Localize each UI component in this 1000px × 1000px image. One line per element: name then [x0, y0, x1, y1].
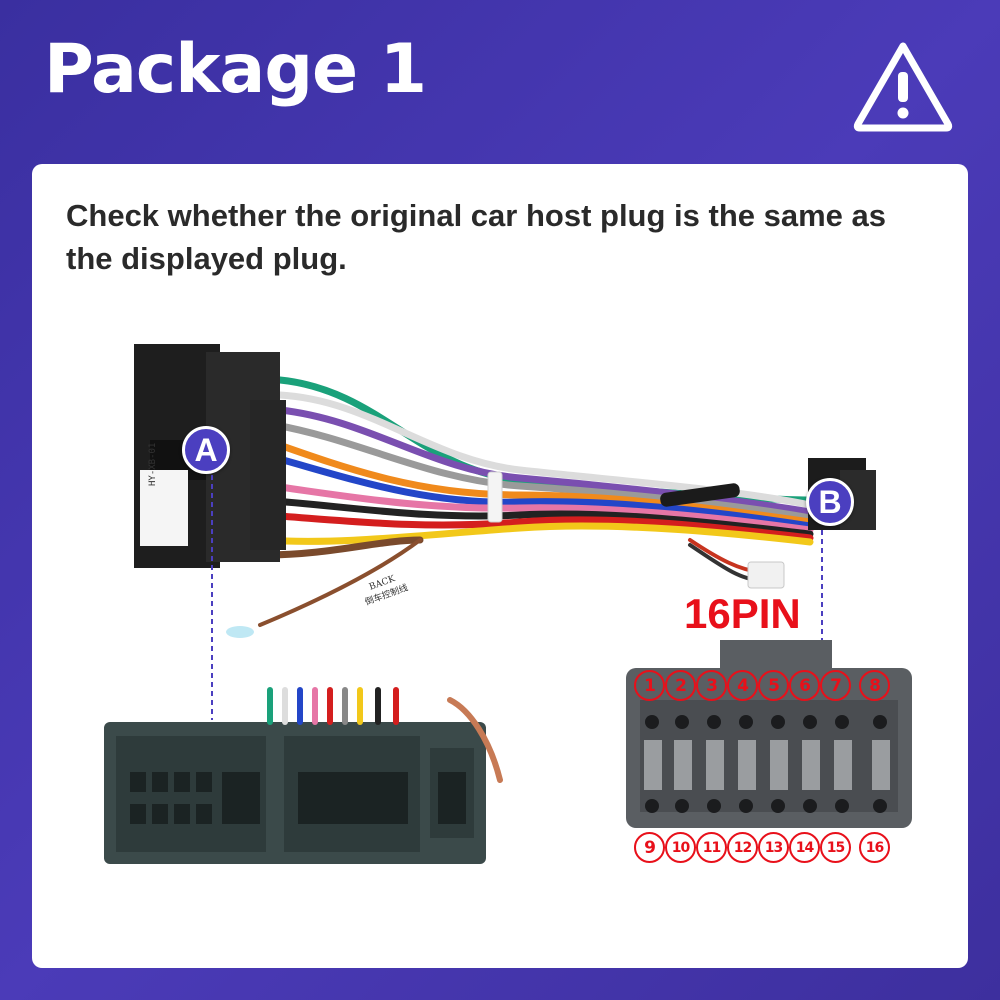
pin-number: 11 [696, 832, 727, 863]
page-title: Package 1 [44, 30, 427, 109]
back-plug [747, 561, 785, 589]
pin-number: 12 [727, 832, 758, 863]
wire-red [261, 511, 814, 542]
connector-a-badge: A [182, 426, 230, 474]
connector-b-badge: B [806, 478, 854, 526]
cable-tie [487, 471, 503, 523]
harness-tag: HY-XB-01 [148, 442, 158, 486]
wire-pink [261, 481, 814, 534]
pin-number: 8 [859, 670, 890, 701]
pin-number: 13 [758, 832, 789, 863]
pin-number: 10 [665, 832, 696, 863]
back-wire-tip [226, 626, 254, 638]
wire-black [256, 496, 814, 538]
warning-icon [853, 42, 953, 132]
connector-b-closeup [626, 640, 912, 828]
pin-row-bottom: 9 10 11 12 13 14 15 16 [634, 832, 890, 863]
pin-number: 3 [696, 670, 727, 701]
pin-number: 9 [634, 832, 665, 863]
wire-orange [261, 436, 814, 526]
wire-blue [261, 451, 814, 530]
pin-number: 2 [665, 670, 696, 701]
pin-number: 6 [789, 670, 820, 701]
pin-number: 14 [789, 832, 820, 863]
heat-shrink [660, 483, 740, 507]
wire-yellow [261, 522, 814, 546]
pin-number: 15 [820, 832, 851, 863]
pin-count-label: 16PIN [684, 590, 801, 637]
pin-number: 4 [727, 670, 758, 701]
pin-number: 5 [758, 670, 789, 701]
connector-a-closeup [104, 687, 503, 864]
pin-number: 16 [859, 832, 890, 863]
wire-purple [276, 406, 814, 516]
wire-grey [271, 421, 814, 522]
wire-brown [261, 536, 424, 559]
wire-back-brown [258, 538, 422, 627]
instruction-text: Check whether the original car host plug… [66, 198, 887, 276]
pin-number: 1 [634, 670, 665, 701]
pin-number: 7 [820, 670, 851, 701]
pin-row-top: 1 2 3 4 5 6 7 8 [634, 670, 890, 701]
